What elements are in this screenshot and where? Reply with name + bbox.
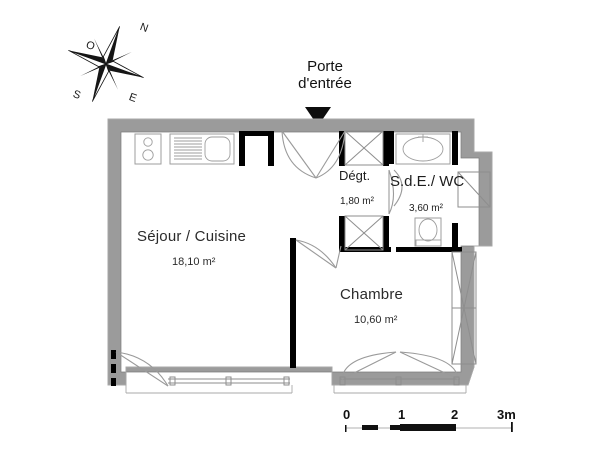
toilet-tank-icon — [415, 239, 442, 247]
room-label-sde-wc: S.d.E./ WC — [390, 173, 465, 190]
interior-wall-sde-bottom — [396, 247, 462, 252]
interior-wall-degagement-right-upper — [383, 131, 389, 166]
window-sejour-leaf-a — [169, 376, 176, 386]
stove-burner-icon — [143, 137, 153, 147]
room-area-chambre: 10,60 m² — [354, 314, 398, 326]
wall-nib-bottom-left-b — [111, 364, 116, 373]
french-door-leaf-left — [341, 351, 397, 380]
interior-wall-kitchen-stub-a — [239, 131, 245, 166]
scale-tick-1: 1 — [398, 407, 406, 422]
chambre-door-swing-b — [335, 245, 342, 269]
exterior-wall-outline — [107, 118, 493, 386]
closet-upper — [344, 130, 384, 166]
room-area-sejour-cuisine: 18,10 m² — [172, 256, 216, 268]
room-label-chambre: Chambre — [340, 286, 404, 303]
sejour-door-leaf — [115, 351, 169, 387]
stove-icon — [134, 133, 162, 165]
closet-lower-cross-b — [344, 215, 384, 251]
entry-door-label: Porte d'entrée — [266, 58, 384, 93]
room-label-sejour-cuisine: Séjour / Cuisine — [137, 228, 247, 245]
closet-upper-cross-b — [344, 130, 384, 166]
chambre-door-swing — [295, 239, 337, 269]
french-door-leaf-right — [399, 351, 459, 380]
entry-door-label-line1: Porte — [307, 58, 343, 75]
entry-door-swing-left — [281, 130, 317, 179]
interior-wall-chambre-partition-stub — [290, 238, 296, 248]
window-sejour-leaf-c — [283, 376, 290, 386]
interior-wall-kitchen-stub-b — [268, 131, 274, 166]
window-sejour-leaf-b — [225, 376, 232, 386]
sejour-door-swing — [115, 351, 169, 387]
window-chambre-leaf-b — [395, 376, 402, 386]
french-door-swing-right — [399, 351, 459, 380]
interior-wall-sde-right-lower — [452, 223, 458, 249]
closet-lower — [344, 215, 384, 251]
toilet-bowl-icon — [418, 218, 438, 242]
shower-diagonal-icon — [457, 171, 491, 208]
degagement-door-swing — [388, 169, 395, 215]
wall-nib-bottom-left-a — [111, 350, 116, 359]
shower-stall-icon — [457, 171, 491, 208]
window-chambre-leaf-a — [339, 376, 346, 386]
interior-wall-sde-right-upper — [452, 131, 458, 165]
scale-tick-2: 2 — [451, 407, 459, 422]
sink-basin-icon — [204, 136, 231, 162]
scale-tick-0: 0 — [343, 407, 351, 422]
scale-end-label: 3m — [497, 407, 516, 422]
french-door-swing-left — [341, 351, 397, 380]
wc-door-swing — [393, 169, 403, 207]
entry-door-leaf-left — [281, 130, 317, 179]
room-area-sde-wc: 3,60 m² — [409, 203, 443, 214]
chambre-door-leaf — [295, 239, 337, 269]
entry-door-leaf-right — [315, 130, 346, 179]
room-label-degagement: Dégt. — [339, 168, 371, 183]
interior-wall-sde-left — [389, 131, 394, 164]
room-area-degagement: 1,80 m² — [340, 196, 374, 207]
stove-burner-icon — [142, 149, 154, 161]
window-chambre-leaf-c — [453, 376, 460, 386]
interior-wall-kitchen-stub-top — [239, 131, 274, 136]
entry-door-label-line2: d'entrée — [298, 75, 352, 93]
entry-door-swing-right — [315, 130, 346, 179]
sink-drainboard-icon — [174, 137, 202, 160]
interior-wall-degagement-right-lower — [383, 216, 389, 251]
interior-wall-degagement-left-lower — [339, 216, 345, 251]
wall-nib-bottom-left-c — [111, 378, 116, 386]
interior-wall-chambre-partition — [290, 238, 296, 368]
